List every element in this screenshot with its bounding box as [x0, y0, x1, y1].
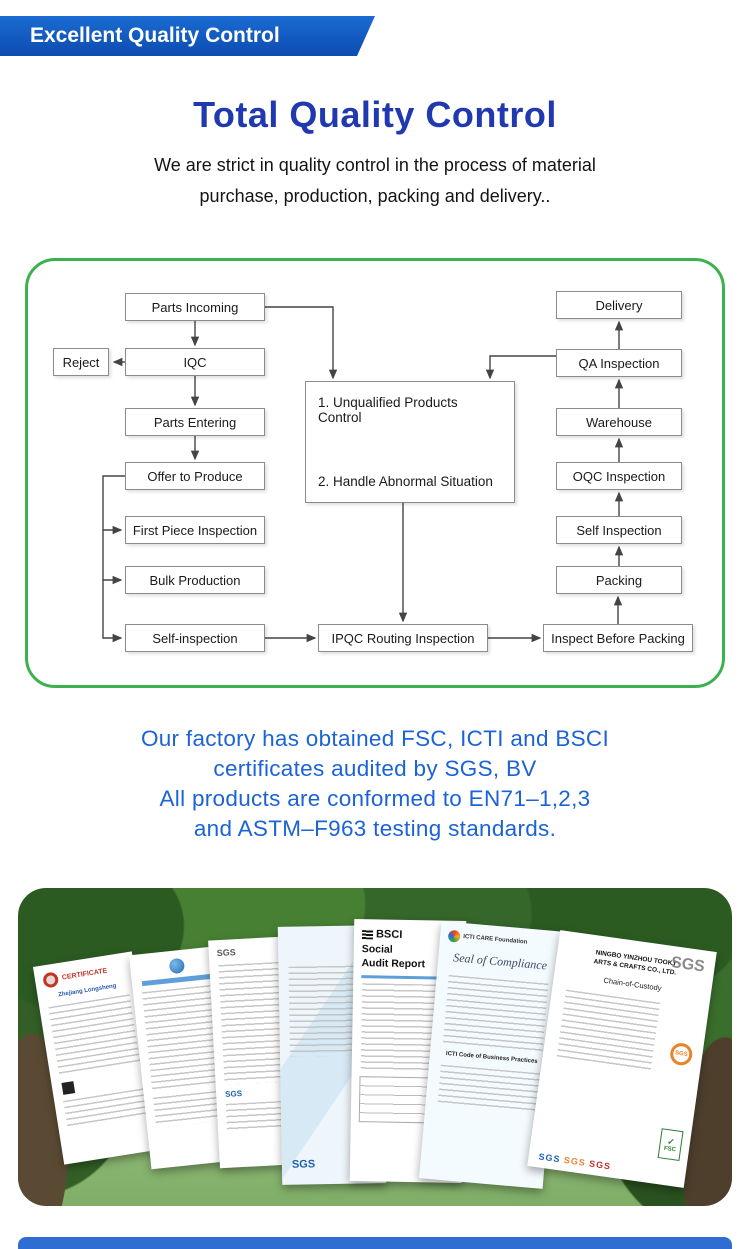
- flow-box-abnormal-control: 1. Unqualified Products Control 2. Handl…: [305, 381, 515, 503]
- flow-box-offer-to-produce: Offer to Produce: [125, 462, 265, 490]
- icti-header: ICTI CARE Foundation: [440, 921, 565, 952]
- banner-label: Excellent Quality Control: [30, 24, 280, 47]
- page-title: Total Quality Control: [193, 94, 557, 135]
- flow-box-packing: Packing: [556, 566, 682, 594]
- subtitle-line-2: purchase, production, packing and delive…: [199, 186, 551, 206]
- document-text-lines: [556, 989, 661, 1073]
- certificates-photo: CERTIFICATE Zhejiang Longsheng SGS SGS S…: [18, 888, 732, 1206]
- statement-line-3: All products are conformed to EN71–1,2,3: [159, 786, 591, 811]
- flow-box-parts-incoming: Parts Incoming: [125, 293, 265, 321]
- sgs-logo: SGS: [563, 1154, 587, 1168]
- flow-box-iqc: IQC: [125, 348, 265, 376]
- statement-line-1: Our factory has obtained FSC, ICTI and B…: [140, 726, 610, 751]
- sgs-logo: SGS: [537, 1151, 562, 1165]
- document-text-lines: [442, 974, 549, 1054]
- sgs-logo: SGS: [291, 1158, 316, 1171]
- icti-logo-icon: [447, 929, 461, 943]
- certificate-title: CERTIFICATE: [61, 967, 108, 982]
- subtitle-line-1: We are strict in quality control in the …: [154, 155, 596, 175]
- control-line-2: 2. Handle Abnormal Situation: [318, 474, 493, 489]
- flow-box-inspect-before-packing: Inspect Before Packing: [543, 624, 693, 652]
- sgs-logo: SGS: [588, 1158, 612, 1172]
- control-line-1: 1. Unqualified Products Control: [318, 395, 458, 425]
- statement-line-4: and ASTM–F963 testing standards.: [193, 816, 557, 841]
- red-seal-icon: [42, 971, 60, 989]
- bsci-logo: BSCI: [375, 928, 403, 941]
- icti-seal-of-compliance: Seal of Compliance: [452, 950, 548, 973]
- flow-box-qa-inspection: QA Inspection: [556, 349, 682, 377]
- statement-line-2: certificates audited by SGS, BV: [213, 756, 537, 781]
- document-text-lines: [437, 1064, 541, 1114]
- flow-box-reject: Reject: [53, 348, 109, 376]
- bsci-logo-icon: [361, 929, 374, 939]
- globe-icon: [168, 957, 185, 975]
- certification-statement: Our factory has obtained FSC, ICTI and B…: [0, 724, 750, 844]
- sgs-seal-icon: SGS: [668, 1041, 694, 1067]
- document-text-lines: [48, 994, 141, 1077]
- qr-code: [61, 1081, 76, 1095]
- flow-box-parts-entering: Parts Entering: [125, 408, 265, 436]
- fsc-logo-icon: ✓ FSC: [657, 1128, 684, 1161]
- certificate-heading-bar: [141, 973, 214, 987]
- flow-box-self-inspection-right: Self Inspection: [556, 516, 682, 544]
- flow-box-delivery: Delivery: [556, 291, 682, 319]
- flow-box-self-inspection: Self-inspection: [125, 624, 265, 652]
- flow-box-warehouse: Warehouse: [556, 408, 682, 436]
- fsc-label: FSC: [663, 1145, 677, 1153]
- flow-box-oqc-inspection: OQC Inspection: [556, 462, 682, 490]
- icti-foundation-label: ICTI CARE Foundation: [462, 934, 528, 946]
- flow-box-ipqc: IPQC Routing Inspection: [318, 624, 488, 652]
- sgs-seal-label: SGS: [674, 1050, 688, 1059]
- flow-box-first-piece-inspection: First Piece Inspection: [125, 516, 265, 544]
- quality-flowchart: Parts Incoming Reject IQC Parts Entering…: [25, 258, 725, 688]
- sgs-logo-row: SGS SGS SGS: [538, 1151, 612, 1171]
- page-subtitle: We are strict in quality control in the …: [0, 150, 750, 212]
- flow-box-bulk-production: Bulk Production: [125, 566, 265, 594]
- document-text-lines: [63, 1088, 149, 1127]
- section-banner: Excellent Quality Control: [0, 16, 375, 56]
- bottom-divider-bar: [18, 1237, 732, 1249]
- certificate-sgs-chain-of-custody: SGS NINGBO YINZHOU TOOKY ARTS & CRAFTS C…: [527, 930, 717, 1188]
